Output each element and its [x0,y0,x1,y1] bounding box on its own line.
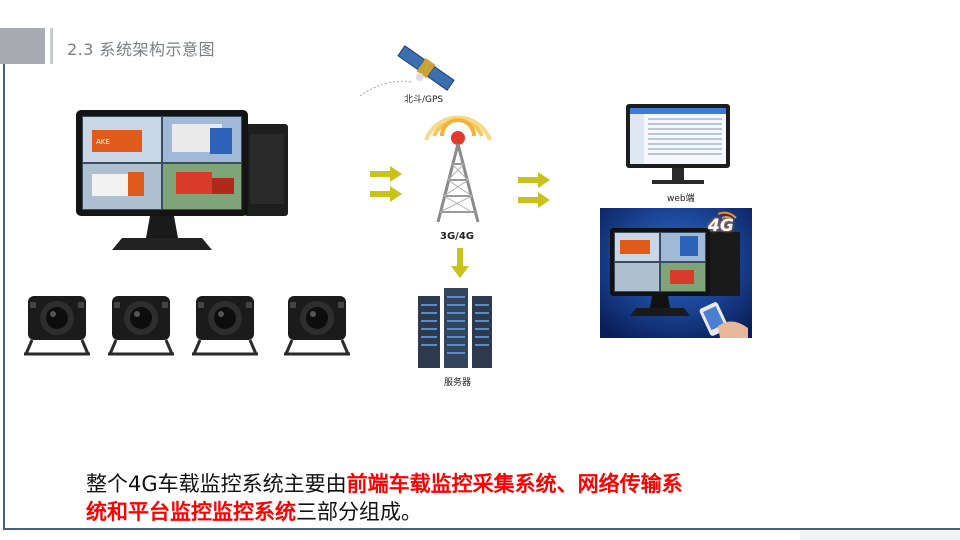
satellite-icon [359,45,455,97]
arrow-down-icon [451,248,469,278]
caption-line-2: 统和平台监控监控系统三部分组成。 [86,498,806,526]
monitor-brand-text: AKE [96,138,110,146]
vehicle-monitor-icon: AKE [76,110,288,250]
camera-icon [24,296,90,356]
web-label: web端 [667,194,695,204]
camera-icon [284,296,350,356]
tower-label: 3G/4G [440,231,474,242]
header-divider [50,28,53,64]
section-title: 2.3 系统架构示意图 [67,40,216,59]
web-monitor-icon [626,104,730,184]
header-marker [0,28,45,64]
arrow-right-icon [370,166,402,202]
caption: 整个4G车载监控系统主要由前端车载监控采集系统、网络传输系 统和平台监控监控系统… [86,470,806,526]
server-rack-icon [418,288,492,368]
mobile-platform-image [600,208,752,338]
server-label: 服务器 [444,378,472,388]
caption-emphasis-1: 前端车载监控采集系统、网络传输系 [346,472,683,496]
bottom-strip [800,531,960,540]
caption-emphasis-2: 统和平台监控监控系统 [86,500,296,524]
badge-4g: 4G [708,216,734,236]
arrow-right-icon [518,172,550,208]
caption-plain-2: 三部分组成。 [296,500,422,524]
satellite-label: 北斗/GPS [404,95,444,105]
caption-line-1: 整个4G车载监控系统主要由前端车载监控采集系统、网络传输系 [86,470,806,498]
camera-icon [108,296,174,356]
left-border [3,60,5,530]
cell-tower-icon [424,115,492,223]
bottom-border [3,528,960,530]
camera-icon [192,296,258,356]
caption-plain-1: 整个4G车载监控系统主要由 [86,472,347,496]
